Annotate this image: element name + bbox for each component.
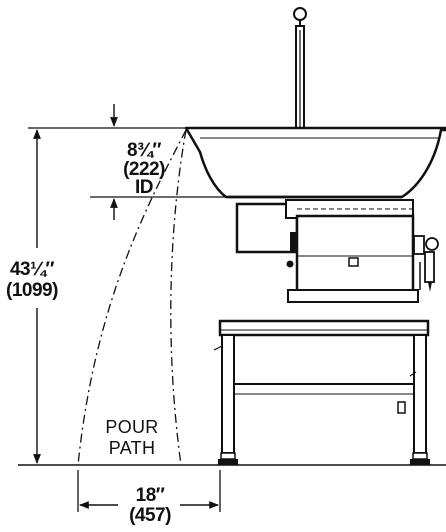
depth-dimension <box>28 104 228 220</box>
depth-fraction-label: 8¾″ <box>127 140 161 161</box>
kettle-bowl <box>184 126 446 199</box>
height-fraction-label: 43¼″ <box>10 259 54 280</box>
cabinet-housing <box>286 214 419 303</box>
depth-note-label: ID <box>135 177 153 198</box>
faucet-valve <box>413 235 439 292</box>
pour-label-line1: POUR <box>105 417 158 437</box>
reach-metric-label: (457) <box>129 505 171 526</box>
pour-path-arcs <box>77 129 187 466</box>
tilt-housing <box>235 199 414 254</box>
stand-frame <box>213 319 430 465</box>
reach-fraction-label: 18″ <box>136 485 165 506</box>
height-metric-label: (1099) <box>6 280 58 301</box>
reach-dimension <box>77 470 221 512</box>
pour-label-line2: PATH <box>109 438 156 458</box>
depth-metric-label: (222) <box>123 159 165 180</box>
